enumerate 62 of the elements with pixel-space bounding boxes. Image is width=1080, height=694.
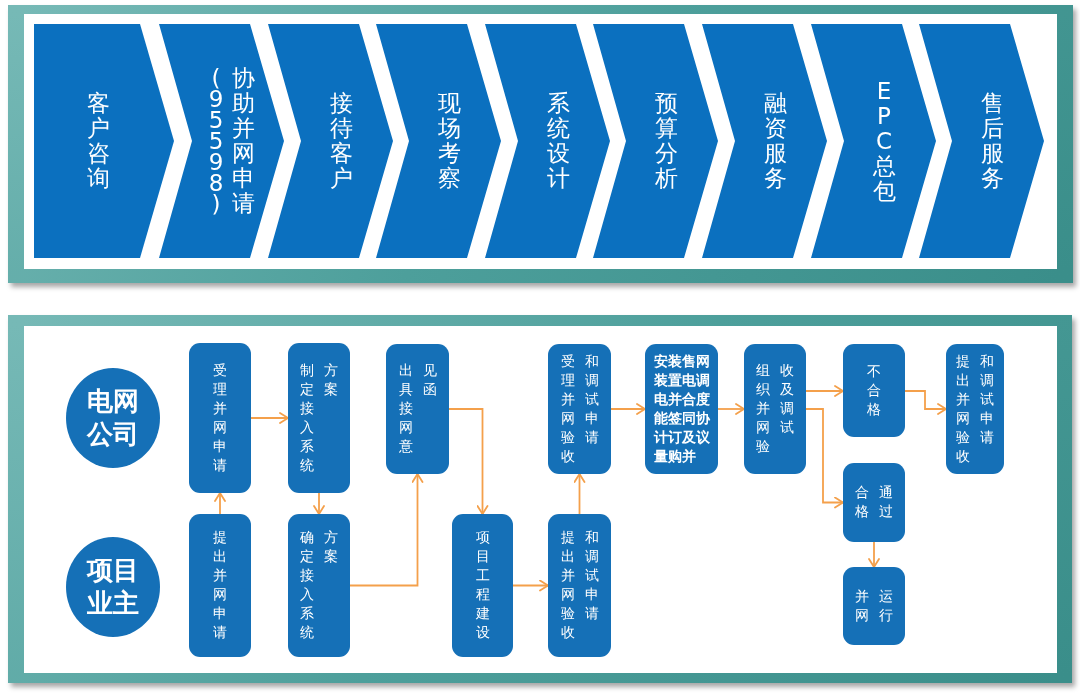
- process-label: 受理并网验收和调试申请: [560, 351, 599, 466]
- flow-arrow: [610, 403, 646, 415]
- flow-arrow: [448, 408, 489, 515]
- step-label: 客户咨询: [86, 91, 110, 191]
- step-label: 预算分析: [654, 91, 678, 191]
- role-label: 电网公司: [87, 385, 139, 451]
- process-box: [189, 514, 251, 657]
- chevron-step: [593, 24, 718, 258]
- process-label: 提出并网验收和调试申请: [560, 528, 599, 642]
- step-label: 接待客户: [329, 91, 353, 191]
- step-label: 融资服务: [763, 91, 787, 191]
- process-box: [843, 344, 905, 437]
- chevron-step: [376, 24, 501, 258]
- process-label: 制定接入系统方案: [300, 360, 338, 475]
- step-label: 售后服务: [980, 91, 1004, 191]
- chevron-step: [702, 24, 827, 258]
- process-label: 确定接入系统方案: [300, 528, 338, 642]
- chevron-step: [34, 24, 174, 258]
- process-box: [744, 344, 806, 474]
- process-label: 出具接网意见函: [398, 361, 437, 456]
- process-label: 安装电能计量装置并签订购售电合同及并网调度协议: [653, 351, 710, 466]
- process-box: [288, 343, 350, 493]
- flow-arrow: [313, 492, 325, 515]
- flow-arrow: [512, 579, 549, 592]
- process-label: 项目工程建设: [475, 528, 490, 642]
- flow-arrow: [349, 473, 424, 587]
- process-box: [946, 344, 1004, 474]
- step-label: (95598): [208, 67, 224, 215]
- process-label: 并网运行: [855, 586, 893, 625]
- step-label: 系统设计: [546, 91, 570, 191]
- process-label: 不合格: [867, 361, 881, 419]
- flow-arrow: [904, 390, 947, 415]
- step-label: 现场考察: [437, 91, 461, 191]
- process-box: [452, 514, 513, 657]
- chevron-step: [268, 24, 393, 258]
- flow-arrow: [868, 541, 880, 568]
- process-label: 提出并网申请: [213, 528, 227, 642]
- process-label: 组织并网验收及调试: [756, 361, 794, 456]
- flow-arrow: [250, 412, 289, 424]
- process-box: [386, 344, 449, 474]
- process-box: [288, 514, 350, 657]
- flow-arrow: [717, 403, 745, 415]
- process-box: [645, 344, 718, 474]
- flow-arrow: [573, 473, 586, 515]
- flow-arrow: [805, 385, 844, 397]
- process-label: 受理并网申请: [213, 360, 227, 475]
- process-box: [189, 343, 251, 493]
- process-box: [843, 567, 905, 645]
- flow-arrow: [805, 408, 844, 509]
- process-label: 提出并网验收和调试申请: [956, 351, 994, 466]
- process-box: [548, 514, 611, 657]
- flow-arrow: [214, 492, 226, 515]
- process-box: [843, 463, 905, 542]
- chevron-step: [485, 24, 610, 258]
- step-label: 协助并网申请: [232, 66, 256, 216]
- chevron-step: [919, 24, 1044, 258]
- chevron-step: [159, 24, 284, 258]
- step-label: EPC 总包: [872, 78, 896, 204]
- role-label: 项目业主: [87, 554, 139, 620]
- process-label: 合格通过: [855, 483, 893, 521]
- process-box: [548, 344, 611, 474]
- chevron-step: [811, 24, 936, 258]
